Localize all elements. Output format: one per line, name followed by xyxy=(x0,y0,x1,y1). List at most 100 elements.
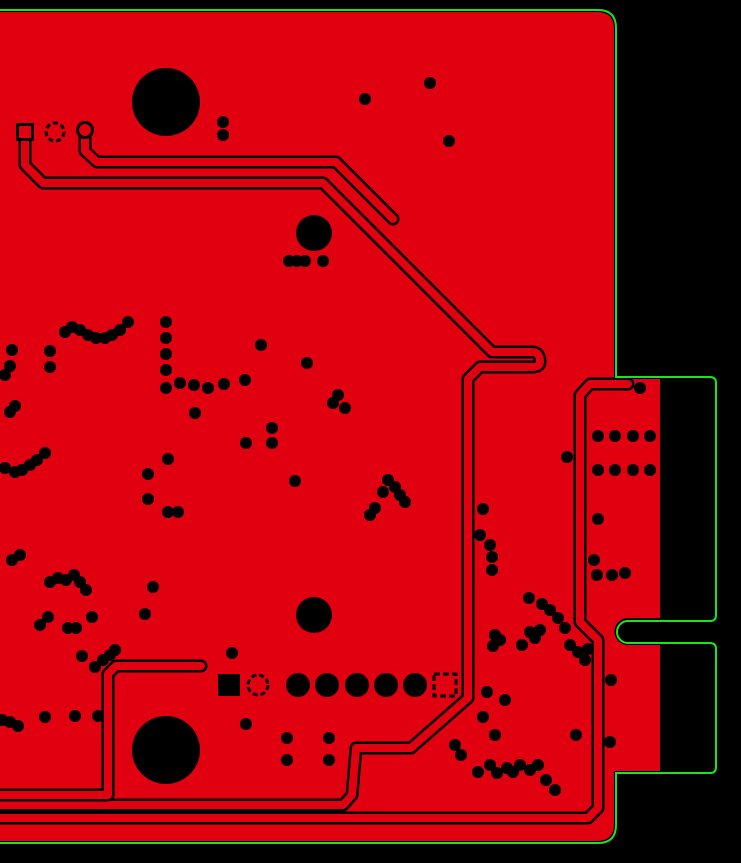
via xyxy=(592,430,604,442)
via xyxy=(266,437,278,449)
via xyxy=(76,650,88,662)
via xyxy=(592,464,604,476)
via xyxy=(4,360,16,372)
via xyxy=(188,379,200,391)
via xyxy=(327,397,339,409)
via xyxy=(39,447,51,459)
via xyxy=(540,774,552,786)
via xyxy=(92,710,104,722)
via xyxy=(644,464,656,476)
via xyxy=(109,644,121,656)
via xyxy=(255,339,267,351)
square-pad-copper xyxy=(19,126,31,138)
via xyxy=(487,640,499,652)
via xyxy=(147,581,159,593)
via xyxy=(142,493,154,505)
square-pad xyxy=(218,674,240,696)
via xyxy=(609,430,621,442)
via xyxy=(644,430,656,442)
via xyxy=(217,116,229,128)
via xyxy=(162,453,174,465)
via xyxy=(217,129,229,141)
via xyxy=(59,326,71,338)
via xyxy=(189,407,201,419)
via xyxy=(160,332,172,344)
via xyxy=(323,754,335,766)
via xyxy=(139,608,151,620)
via xyxy=(605,674,617,686)
via xyxy=(323,732,335,744)
via xyxy=(484,759,496,771)
via xyxy=(472,766,484,778)
via xyxy=(627,430,639,442)
via xyxy=(592,513,604,525)
thermal-pad xyxy=(44,121,66,143)
via xyxy=(491,767,503,779)
via xyxy=(377,486,389,498)
via xyxy=(627,464,639,476)
via xyxy=(516,639,528,651)
via xyxy=(572,646,584,658)
mounting-hole xyxy=(296,215,332,251)
thermal-square-pad xyxy=(432,672,458,698)
via xyxy=(544,604,556,616)
trace xyxy=(81,129,397,223)
via xyxy=(70,622,82,634)
via xyxy=(266,422,278,434)
via xyxy=(449,739,461,751)
via xyxy=(160,364,172,376)
via xyxy=(364,509,376,521)
via xyxy=(86,611,98,623)
via xyxy=(160,348,172,360)
mounting-hole xyxy=(296,597,332,633)
thermal-pad xyxy=(246,673,270,697)
via xyxy=(44,361,56,373)
via xyxy=(474,529,486,541)
trace xyxy=(0,380,632,822)
via xyxy=(240,718,252,730)
via xyxy=(604,736,616,748)
via xyxy=(44,345,56,357)
board-outline xyxy=(0,9,717,844)
via xyxy=(160,382,172,394)
mounting-holes xyxy=(132,68,332,784)
connector-contacts-lower xyxy=(660,645,716,771)
header-pad xyxy=(286,673,310,697)
mounting-hole xyxy=(132,716,200,784)
via xyxy=(564,639,576,651)
via xyxy=(634,382,646,394)
via xyxy=(529,632,541,644)
via xyxy=(34,619,46,631)
via xyxy=(42,611,54,623)
mounting-hole xyxy=(132,68,200,136)
round-pad-copper xyxy=(79,124,91,136)
via xyxy=(160,316,172,328)
via xyxy=(174,377,186,389)
via xyxy=(477,711,489,723)
via xyxy=(399,496,411,508)
via xyxy=(486,551,498,563)
via xyxy=(481,686,493,698)
header-pad xyxy=(374,673,398,697)
via xyxy=(162,506,174,518)
header-pad xyxy=(345,673,369,697)
via xyxy=(489,729,501,741)
via xyxy=(477,503,489,515)
via xyxy=(582,643,594,655)
via xyxy=(339,402,351,414)
via xyxy=(172,506,184,518)
via xyxy=(240,437,252,449)
via xyxy=(12,720,24,732)
via xyxy=(202,382,214,394)
via xyxy=(0,714,8,726)
via xyxy=(552,612,564,624)
via xyxy=(122,316,134,328)
via xyxy=(443,135,455,147)
header-pad xyxy=(403,673,427,697)
via xyxy=(588,554,600,566)
via xyxy=(619,567,631,579)
via xyxy=(299,255,311,267)
via xyxy=(6,554,18,566)
via xyxy=(317,255,329,267)
